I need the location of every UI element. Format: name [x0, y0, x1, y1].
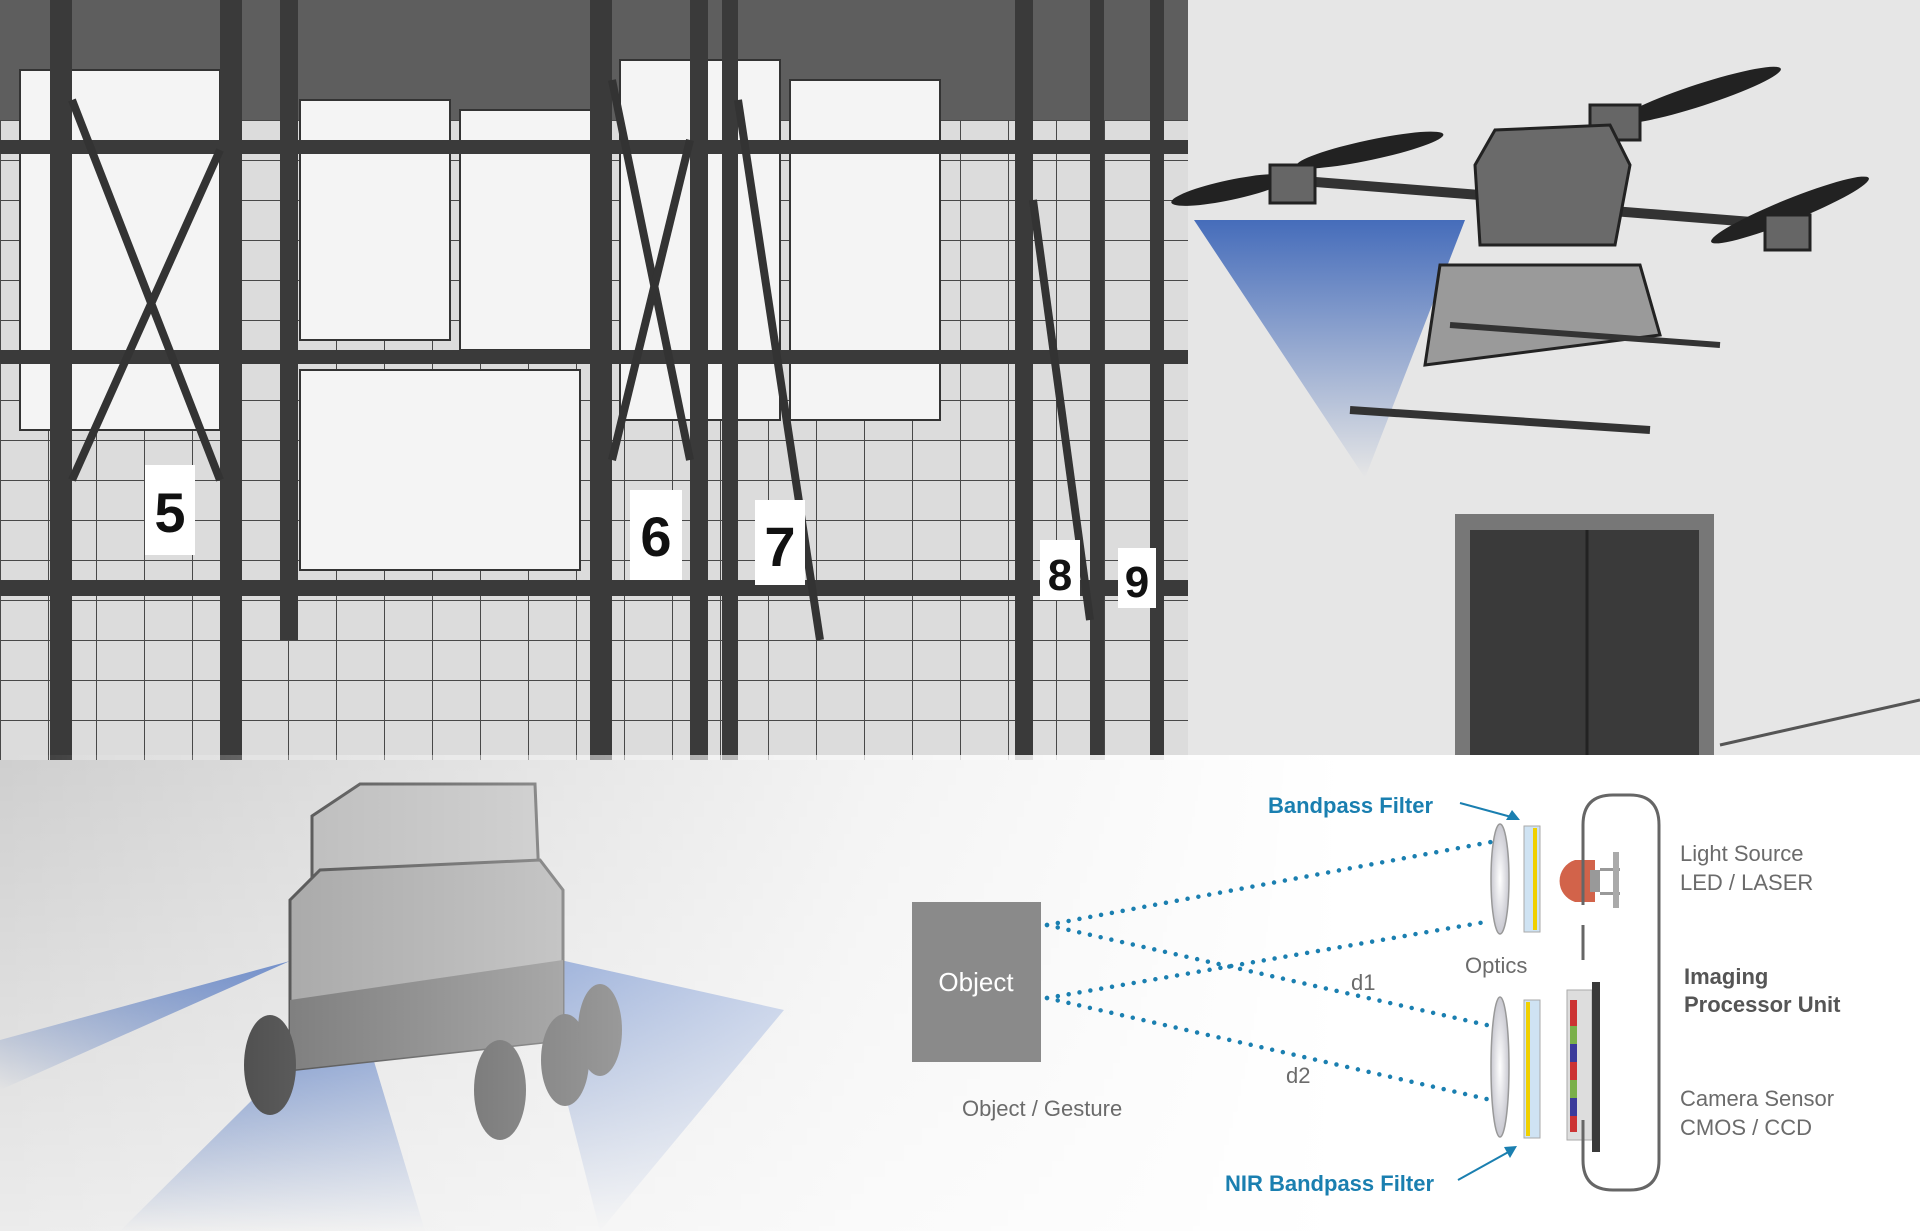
- rack-signs: 5 6 7 8 9: [145, 465, 1156, 608]
- nir-bandpass-filter-label: NIR Bandpass Filter: [1225, 1171, 1434, 1196]
- upper-lens: [1490, 823, 1510, 935]
- light-source-label: Light Source: [1680, 841, 1804, 866]
- arrow-icon: [1457, 1149, 1513, 1181]
- object-label: Object: [938, 967, 1014, 997]
- drone: [1171, 66, 1869, 478]
- lower-lens: [1490, 996, 1510, 1138]
- object-box: [912, 902, 1041, 1062]
- rack-number-6: 6: [640, 505, 671, 568]
- warehouse-racks: [0, 0, 1188, 975]
- light-source-type: LED / LASER: [1680, 870, 1813, 895]
- camera-sensor-type: CMOS / CCD: [1680, 1115, 1812, 1140]
- imaging-unit-bracket: [1581, 793, 1661, 1192]
- imaging-unit-label-2: Processor Unit: [1684, 992, 1841, 1017]
- imaging-unit-label: Imaging: [1684, 964, 1768, 989]
- led-light-source: [1559, 852, 1620, 908]
- object-caption: Object / Gesture: [962, 1096, 1122, 1121]
- optics-label: Optics: [1465, 953, 1527, 978]
- bandpass-filter-label: Bandpass Filter: [1268, 793, 1433, 818]
- rack-number-9: 9: [1125, 558, 1149, 607]
- upper-bandpass-filter: [1523, 825, 1541, 933]
- distance-d2: d2: [1286, 1063, 1310, 1088]
- door: [1470, 530, 1699, 760]
- light-paths: [1044, 839, 1494, 1103]
- drone-light-cone: [1194, 220, 1465, 478]
- rack-number-8: 8: [1048, 551, 1072, 600]
- rack-number-5: 5: [154, 481, 185, 544]
- camera-sensor-label: Camera Sensor: [1680, 1086, 1834, 1111]
- rack-number-7: 7: [764, 515, 795, 578]
- distance-d1: d1: [1351, 970, 1375, 995]
- camera-sensor: [1566, 982, 1600, 1152]
- arrow-icon: [1459, 802, 1516, 819]
- tof-sensor-diagram: Object Object / Gesture d1 d2 Bandpass F…: [912, 793, 1841, 1196]
